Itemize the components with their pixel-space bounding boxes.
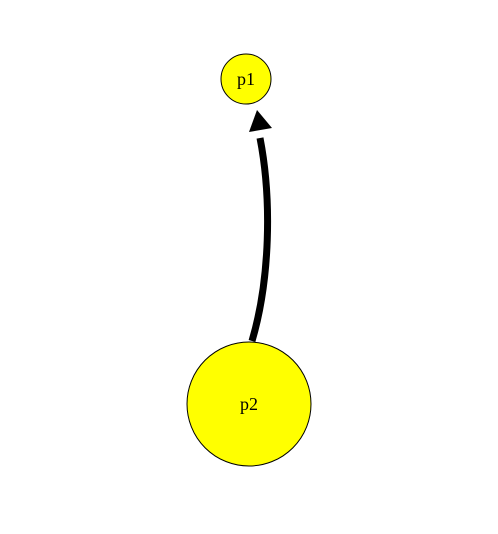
node-p1-circle [220, 53, 272, 105]
node-p1-label: p1 [237, 69, 255, 89]
node-p1[interactable]: p1 [220, 53, 272, 105]
node-p2-label: p2 [240, 394, 258, 414]
edge-p2-to-p1[interactable] [248, 110, 272, 342]
edge-line [248, 137, 272, 342]
node-p2[interactable]: p2 [186, 341, 312, 467]
node-p2-circle [186, 341, 312, 467]
arrow-head-icon [249, 110, 272, 132]
